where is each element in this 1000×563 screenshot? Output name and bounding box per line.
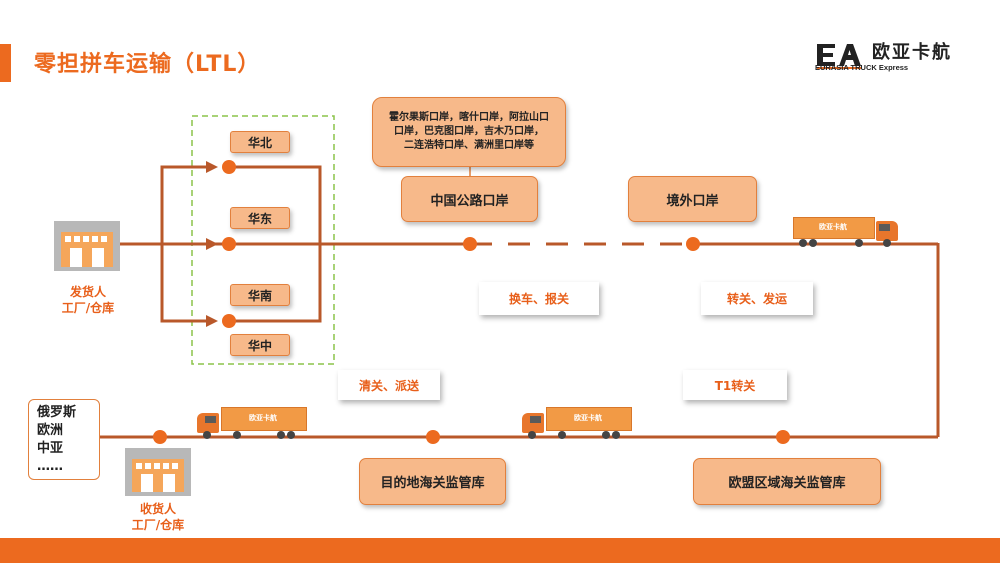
destination-list-box: 俄罗斯 欧洲 中亚 …… <box>28 399 100 480</box>
callout-clearance-delivery: 清关、派送 <box>338 370 440 400</box>
callout-tail <box>766 398 784 417</box>
foreign-port-box: 境外口岸 <box>628 176 757 222</box>
arrow-icon <box>206 238 218 250</box>
node-dot-icon <box>222 160 236 174</box>
branch-north <box>160 165 210 244</box>
region-label-south: 华南 <box>230 284 290 306</box>
warehouse-icon <box>125 448 191 496</box>
page-title: 零担拼车运输（LTL） <box>34 52 261 77</box>
node-dot-icon <box>686 237 700 251</box>
branch-south <box>160 244 210 323</box>
footer-bar <box>0 538 1000 563</box>
arrow-icon <box>206 315 218 327</box>
node-dot-icon <box>222 314 236 328</box>
node-dot-icon <box>776 430 790 444</box>
node-dot-icon <box>222 237 236 251</box>
node-dot-icon <box>153 430 167 444</box>
merge-south <box>229 244 322 323</box>
truck-icon: 欧亚卡航 <box>522 407 634 439</box>
node-dot-icon <box>463 237 477 251</box>
title-accent-bar <box>0 44 11 82</box>
callout-transit-dispatch: 转关、发运 <box>701 282 813 315</box>
region-label-east: 华东 <box>230 207 290 229</box>
truck-icon: 欧亚卡航 <box>197 407 309 439</box>
callout-tail <box>708 263 736 282</box>
warehouse-icon <box>54 221 120 271</box>
ports-list-box: 霍尔果斯口岸，喀什口岸，阿拉山口 口岸，巴克图口岸，吉木乃口岸， 二连浩特口岸、… <box>372 97 566 167</box>
region-label-central: 华中 <box>230 334 290 356</box>
arrow-icon <box>206 161 218 173</box>
eu-customs-warehouse-box: 欧盟区域海关监管库 <box>693 458 881 505</box>
region-label-north: 华北 <box>230 131 290 153</box>
merge-north <box>229 165 322 244</box>
logo-chinese-name: 欧亚卡航 <box>872 42 952 63</box>
callout-transfer-declare: 换车、报关 <box>479 282 599 315</box>
domestic-region-group <box>191 115 335 365</box>
destination-customs-warehouse-box: 目的地海关监管库 <box>359 458 506 505</box>
consignee-label: 收货人 工厂/仓库 <box>131 502 185 532</box>
logo-english-name: EURASIA TRUCK Express <box>815 63 909 72</box>
callout-tail <box>486 263 514 282</box>
china-road-port-box: 中国公路口岸 <box>401 176 538 222</box>
truck-icon: 欧亚卡航 <box>793 217 903 247</box>
ea-logo-icon <box>817 44 861 69</box>
callout-tail <box>417 398 434 417</box>
shipper-label: 发货人 工厂/仓库 <box>61 285 115 315</box>
node-dot-icon <box>426 430 440 444</box>
callout-t1-transit: T1转关 <box>683 370 787 400</box>
